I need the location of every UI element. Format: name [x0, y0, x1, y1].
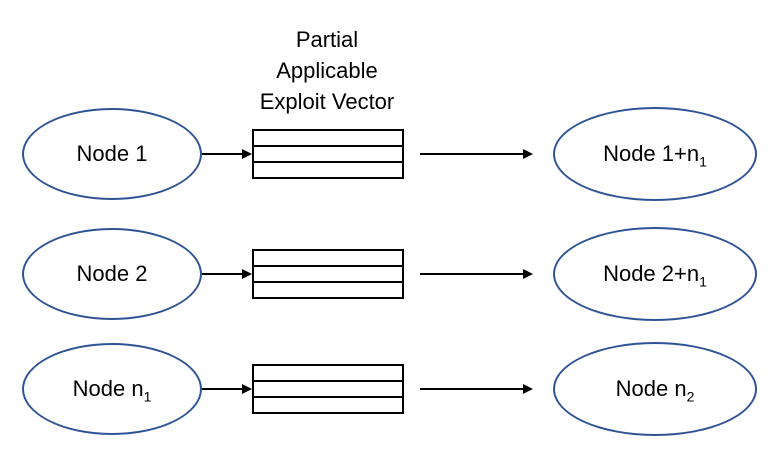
- box-divider: [254, 265, 402, 268]
- node-label-text: Node 2+n: [603, 261, 700, 286]
- exploit-vector-box: [252, 129, 404, 179]
- arrow-shaft: [420, 153, 525, 155]
- box-divider: [254, 380, 402, 383]
- target-node-ellipse: Node 2+n1: [553, 227, 757, 321]
- node-label-text: Node 1: [76, 141, 148, 166]
- title-line: Partial: [295, 27, 359, 52]
- arrow-head-icon: [242, 269, 252, 279]
- arrow-shaft: [202, 273, 244, 275]
- node-label-subscript: 1: [699, 273, 707, 290]
- arrow-source-to-vector: [202, 145, 252, 163]
- target-node-ellipse: Node n2: [553, 342, 757, 436]
- arrow-vector-to-target: [420, 380, 533, 398]
- exploit-vector-box: [252, 249, 404, 299]
- source-node-ellipse: Node n1: [22, 343, 202, 435]
- arrow-shaft: [202, 388, 244, 390]
- arrow-shaft: [420, 273, 525, 275]
- arrow-head-icon: [523, 149, 533, 159]
- node-label: Node 2+n1: [603, 261, 707, 290]
- title-line: Applicable: [276, 58, 378, 83]
- arrow-shaft: [420, 388, 525, 390]
- node-label-text: Node n: [615, 376, 687, 401]
- arrow-vector-to-target: [420, 265, 533, 283]
- source-node-ellipse: Node 1: [22, 108, 202, 200]
- node-label-text: Node n: [72, 376, 144, 401]
- node-label: Node 1+n1: [603, 141, 707, 170]
- arrow-shaft: [202, 153, 244, 155]
- arrow-source-to-vector: [202, 380, 252, 398]
- node-label: Node n1: [72, 376, 152, 405]
- node-label: Node n2: [615, 376, 695, 405]
- source-node-ellipse: Node 2: [22, 228, 202, 320]
- diagram-title: Partial Applicable Exploit Vector: [187, 24, 467, 117]
- arrow-head-icon: [242, 384, 252, 394]
- arrow-head-icon: [523, 384, 533, 394]
- node-label: Node 1: [77, 141, 148, 167]
- node-label-subscript: 2: [686, 388, 695, 405]
- node-label-text: Node 2: [76, 261, 148, 286]
- box-divider: [254, 145, 402, 148]
- arrow-head-icon: [242, 149, 252, 159]
- box-divider: [254, 160, 402, 163]
- box-divider: [254, 395, 402, 398]
- box-divider: [254, 280, 402, 283]
- node-label-subscript: 1: [699, 153, 707, 170]
- node-label-subscript: 1: [143, 388, 152, 405]
- node-label: Node 2: [77, 261, 148, 287]
- title-line: Exploit Vector: [259, 89, 395, 114]
- arrow-source-to-vector: [202, 265, 252, 283]
- exploit-vector-box: [252, 364, 404, 414]
- node-label-text: Node 1+n: [603, 141, 700, 166]
- target-node-ellipse: Node 1+n1: [553, 107, 757, 201]
- arrow-vector-to-target: [420, 145, 533, 163]
- arrow-head-icon: [523, 269, 533, 279]
